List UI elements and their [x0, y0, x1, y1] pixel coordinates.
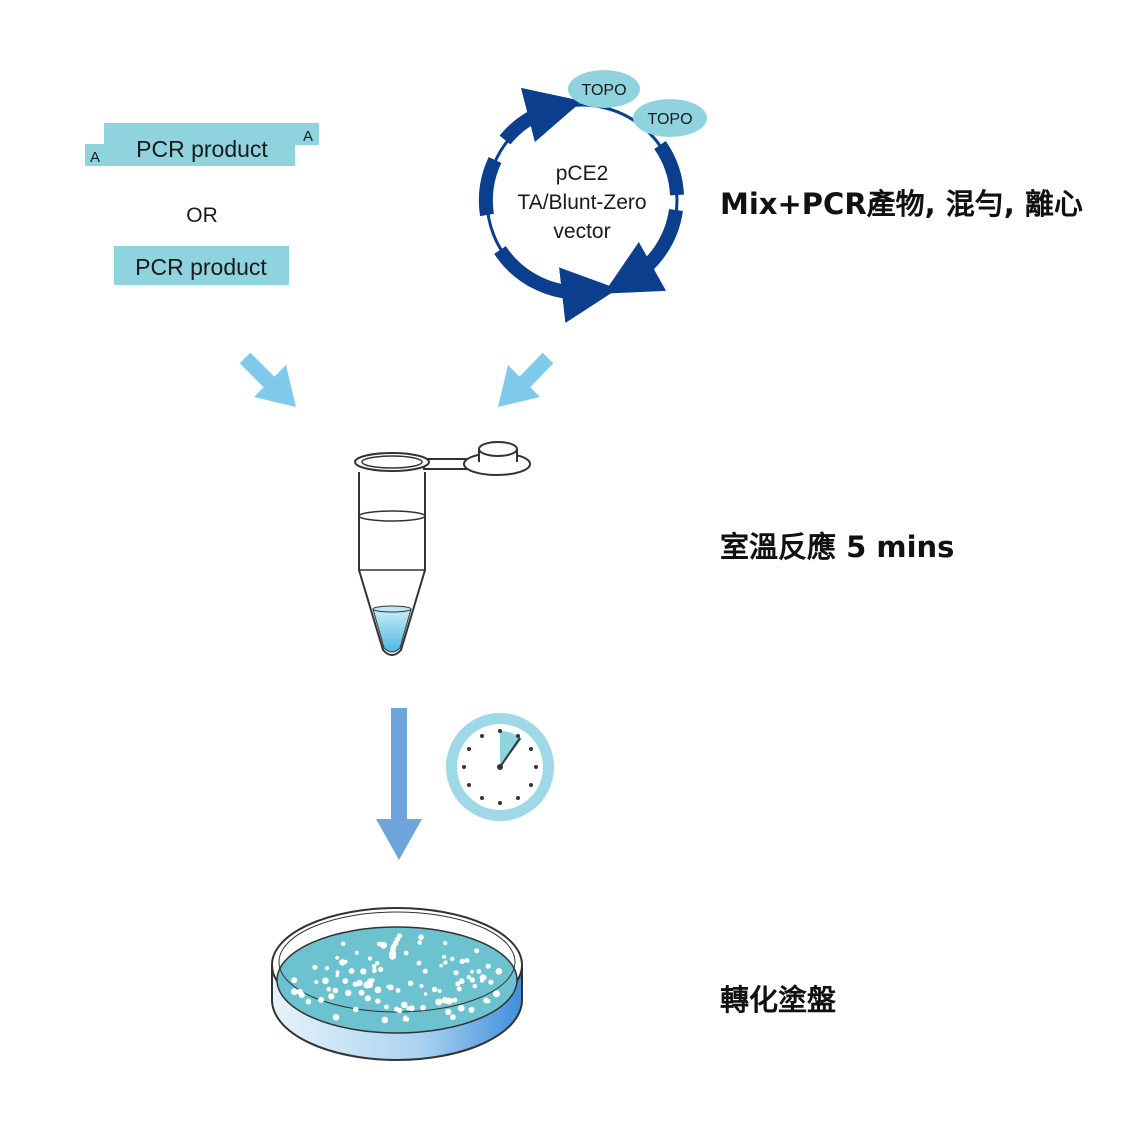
topo-label-2: TOPO	[647, 111, 692, 128]
step-3-label: 轉化塗盤	[720, 983, 837, 1017]
pcr-strand-blunt	[114, 246, 289, 285]
plasmid-segment-4	[654, 140, 684, 196]
plasmid-segment-2	[478, 157, 502, 217]
merge-arrow-right	[498, 352, 554, 407]
pcr-product-blunt-label: PCR product	[135, 254, 267, 280]
step-2-label: 室溫反應 5 mins	[720, 530, 954, 564]
microcentrifuge-tube	[354, 441, 531, 656]
topo-enzyme-1	[568, 70, 640, 108]
pcr-product-a-overhang: PCR product A A	[85, 123, 319, 166]
plasmid-segment-1	[499, 87, 583, 145]
a-overhang-left: A	[90, 149, 100, 166]
vector-name-line2: TA/Blunt-Zero	[517, 191, 646, 214]
down-arrow	[376, 708, 422, 860]
petri-dish	[271, 907, 523, 1061]
a-overhang-right: A	[303, 128, 313, 145]
pcr-product-blunt: PCR product	[114, 246, 289, 285]
step-1-label: Mix+PCR產物, 混勻, 離心	[720, 187, 1083, 221]
topo-label-1: TOPO	[581, 82, 626, 99]
vector-name-line3: vector	[553, 220, 610, 243]
or-label: OR	[186, 204, 218, 227]
plasmid-segment-3	[494, 245, 618, 323]
pcr-product-label: PCR product	[136, 136, 268, 162]
vector-name-line1: pCE2	[556, 162, 609, 185]
plasmid-segment-5	[603, 208, 683, 294]
topo-enzyme-2	[633, 99, 707, 137]
plasmid-vector: pCE2 TA/Blunt-Zero vector TOPO TOPO	[478, 70, 707, 323]
bacterial-colonies	[291, 933, 503, 1024]
pcr-strand-top	[104, 123, 295, 166]
a-overhang-left-box	[85, 144, 107, 166]
clock-icon	[446, 713, 554, 821]
a-overhang-right-box	[295, 123, 319, 145]
merge-arrow-left	[239, 352, 296, 407]
